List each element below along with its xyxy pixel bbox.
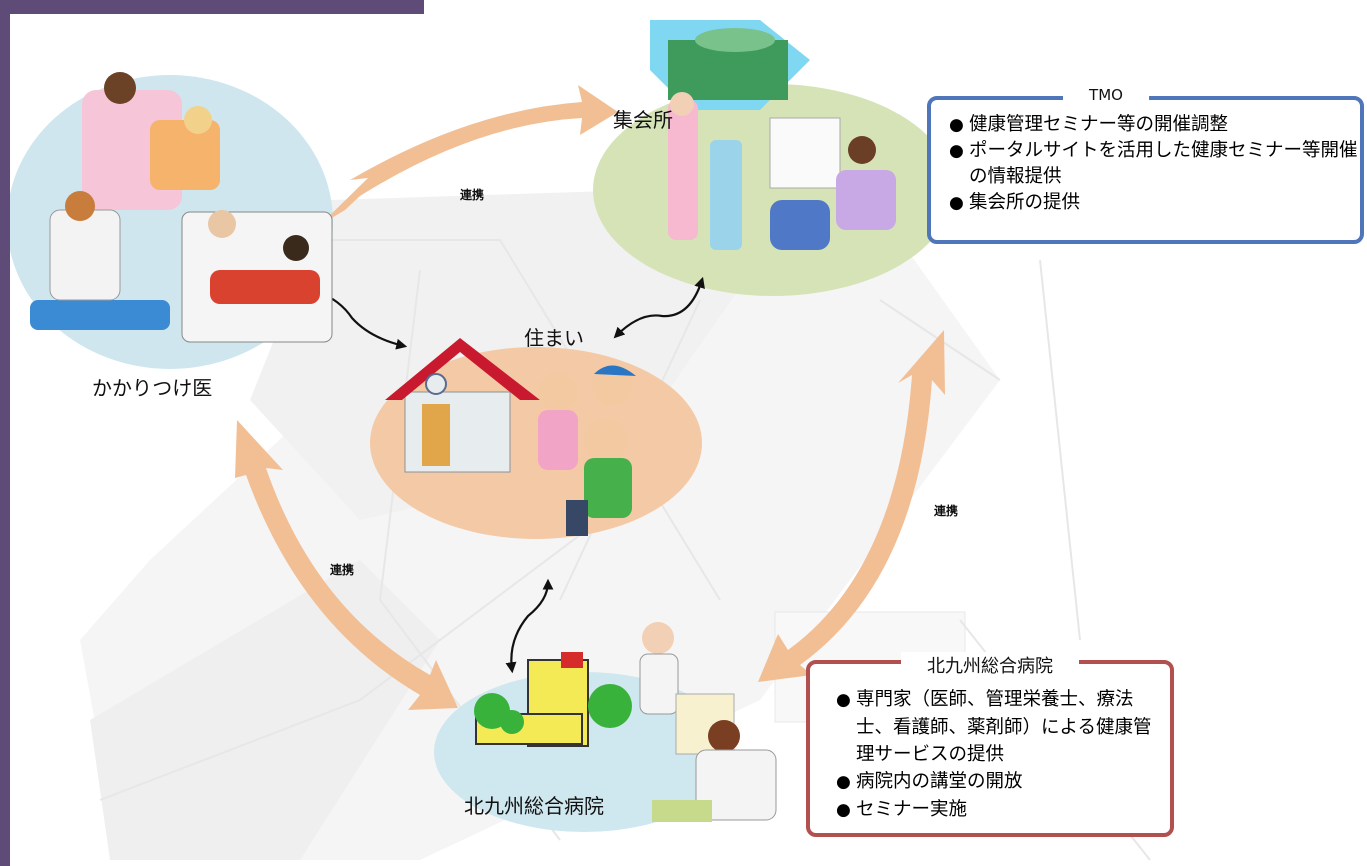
arrow-home-hospital (505, 578, 554, 674)
meeting-hall-label: 集会所 (613, 108, 673, 132)
tmo-info-box: TMO 健康管理セミナー等の開催調整 ポータルサイトを活用した健康セミナー等開催… (927, 86, 1364, 244)
link-arrow-doctor-hospital (235, 420, 458, 710)
hospital-illustration (474, 622, 777, 822)
home-label: 住まい (524, 326, 584, 350)
link-arrow-doctor-hall (320, 85, 618, 225)
tmo-item: 健康管理セミナー等の開催調整 (949, 112, 1359, 138)
tmo-box-title: TMO (1063, 86, 1149, 104)
left-accent-bar (0, 0, 10, 866)
link-label-doctor-hospital: 連携 (330, 563, 355, 577)
hospital-item: セミナー実施 (836, 796, 1166, 824)
link-arrow-hall-hospital (758, 330, 945, 682)
top-accent-bar (0, 0, 424, 14)
tmo-item-list: 健康管理セミナー等の開催調整 ポータルサイトを活用した健康セミナー等開催の情報提… (949, 112, 1359, 216)
hospital-item: 専門家（医師、管理栄養士、療法士、看護師、薬剤師）による健康管理サービスの提供 (836, 686, 1166, 768)
link-label-hall-hospital: 連携 (934, 504, 959, 518)
hospital-info-box: 北九州総合病院 専門家（医師、管理栄養士、療法士、看護師、薬剤師）による健康管理… (806, 652, 1174, 837)
link-label-doctor-hall: 連携 (460, 188, 485, 202)
meeting-hall-illustration (650, 20, 896, 250)
hospital-box-title: 北九州総合病院 (901, 652, 1079, 678)
hospital-label: 北九州総合病院 (464, 794, 604, 818)
home-illustration (385, 338, 636, 536)
arrow-home-hall (613, 276, 705, 339)
tmo-item: ポータルサイトを活用した健康セミナー等開催の情報提供 (949, 138, 1359, 190)
hospital-item: 病院内の講堂の開放 (836, 768, 1166, 796)
doctor-illustration (30, 72, 333, 343)
tmo-item: 集会所の提供 (949, 190, 1359, 216)
hospital-item-list: 専門家（医師、管理栄養士、療法士、看護師、薬剤師）による健康管理サービスの提供 … (836, 686, 1166, 824)
doctor-label: かかりつけ医 (92, 376, 213, 400)
